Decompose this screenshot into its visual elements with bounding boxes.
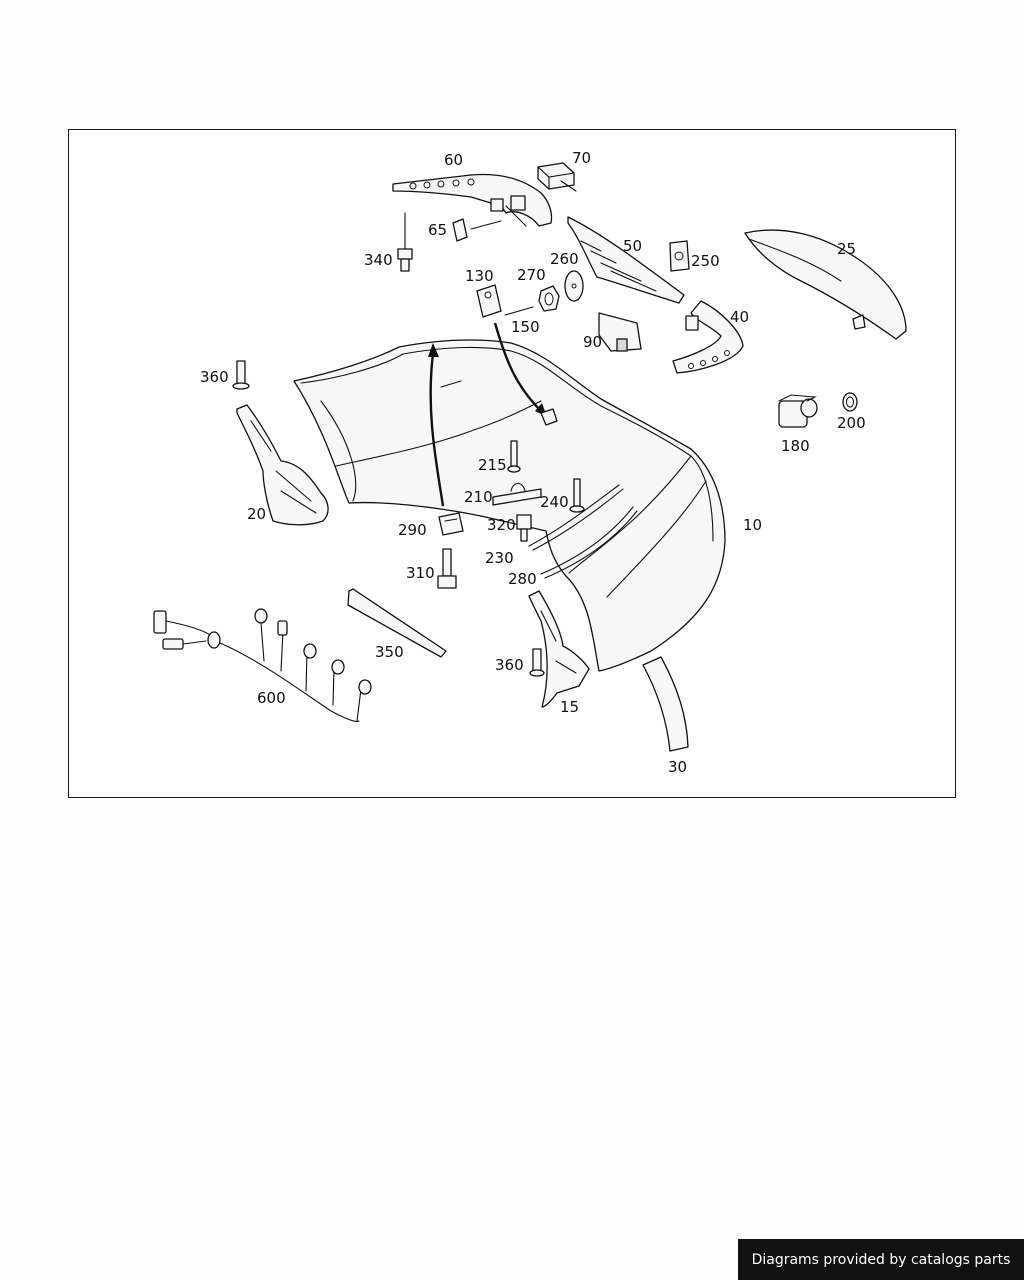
parts-diagram: 10 15 20 25 30 40 50 60 65 70 90 130 150… xyxy=(153,149,907,776)
label-part-30: 30 xyxy=(668,758,687,776)
washer-260-drawing xyxy=(564,270,584,302)
nut-270-drawing xyxy=(538,285,560,312)
side-bracket-15-drawing xyxy=(528,590,590,708)
label-part-600: 600 xyxy=(257,689,286,707)
footer-credit-text: Diagrams provided by catalogs parts xyxy=(751,1251,1011,1268)
label-part-25: 25 xyxy=(837,240,856,258)
label-part-210: 210 xyxy=(464,488,493,506)
label-part-70: 70 xyxy=(572,149,591,167)
rivet-340-drawing xyxy=(397,212,413,272)
panel-350-drawing xyxy=(347,588,447,658)
clip-290-drawing xyxy=(438,512,464,536)
assembly-arrows xyxy=(428,322,558,507)
label-part-280: 280 xyxy=(508,570,537,588)
spoiler-25-drawing xyxy=(744,229,907,340)
screw-215-drawing xyxy=(507,440,521,473)
grommet-200-drawing xyxy=(842,392,858,412)
clip-250-drawing xyxy=(669,240,690,272)
label-part-10: 10 xyxy=(743,516,762,534)
wiring-harness-600-drawing xyxy=(153,608,372,723)
seal-280-drawing xyxy=(540,506,638,579)
screw-240-drawing xyxy=(569,478,585,513)
label-part-65: 65 xyxy=(428,221,447,239)
label-part-90: 90 xyxy=(583,333,602,351)
label-part-130: 130 xyxy=(465,267,494,285)
sensor-180-drawing xyxy=(778,394,818,428)
clip-65-drawing xyxy=(452,218,502,242)
label-part-270: 270 xyxy=(517,266,546,284)
screw-310-drawing xyxy=(437,548,457,589)
label-part-320: 320 xyxy=(487,516,516,534)
label-part-215: 215 xyxy=(478,456,507,474)
label-part-250: 250 xyxy=(691,252,720,270)
label-part-20: 20 xyxy=(247,505,266,523)
label-part-200: 200 xyxy=(837,414,866,432)
parts-diagram-frame: 10 15 20 25 30 40 50 60 65 70 90 130 150… xyxy=(68,129,956,798)
label-part-180: 180 xyxy=(781,437,810,455)
bumper-cover-drawing xyxy=(293,339,726,672)
strip-30-drawing xyxy=(642,656,689,752)
seal-230-drawing xyxy=(528,484,624,551)
label-part-360-left: 360 xyxy=(200,368,229,386)
label-part-150: 150 xyxy=(511,318,540,336)
holder-90-drawing xyxy=(598,312,642,352)
side-bracket-20-drawing xyxy=(236,404,329,526)
clip-70-drawing xyxy=(537,162,577,192)
pin-150-drawing xyxy=(504,306,534,316)
label-part-50: 50 xyxy=(623,237,642,255)
part-number-labels: 10 15 20 25 30 40 50 60 65 70 90 130 150… xyxy=(200,149,866,776)
label-part-350: 350 xyxy=(375,643,404,661)
center-bracket-50-drawing xyxy=(567,216,685,304)
label-part-60: 60 xyxy=(444,151,463,169)
label-part-360-right: 360 xyxy=(495,656,524,674)
screw-360-left-drawing xyxy=(232,360,250,390)
label-part-40: 40 xyxy=(730,308,749,326)
label-part-230: 230 xyxy=(485,549,514,567)
screw-360-right-drawing xyxy=(529,648,545,677)
label-part-240: 240 xyxy=(540,493,569,511)
footer-credit-banner: Diagrams provided by catalogs parts xyxy=(738,1239,1024,1280)
label-part-340: 340 xyxy=(364,251,393,269)
label-part-290: 290 xyxy=(398,521,427,539)
clamp-210-drawing xyxy=(492,482,542,506)
bolt-320-drawing xyxy=(516,514,532,542)
label-part-15: 15 xyxy=(560,698,579,716)
bracket-130-drawing xyxy=(476,284,502,318)
bracket-40-drawing xyxy=(672,300,744,374)
upper-bracket-60-drawing xyxy=(392,173,553,227)
label-part-310: 310 xyxy=(406,564,435,582)
label-part-260: 260 xyxy=(550,250,579,268)
